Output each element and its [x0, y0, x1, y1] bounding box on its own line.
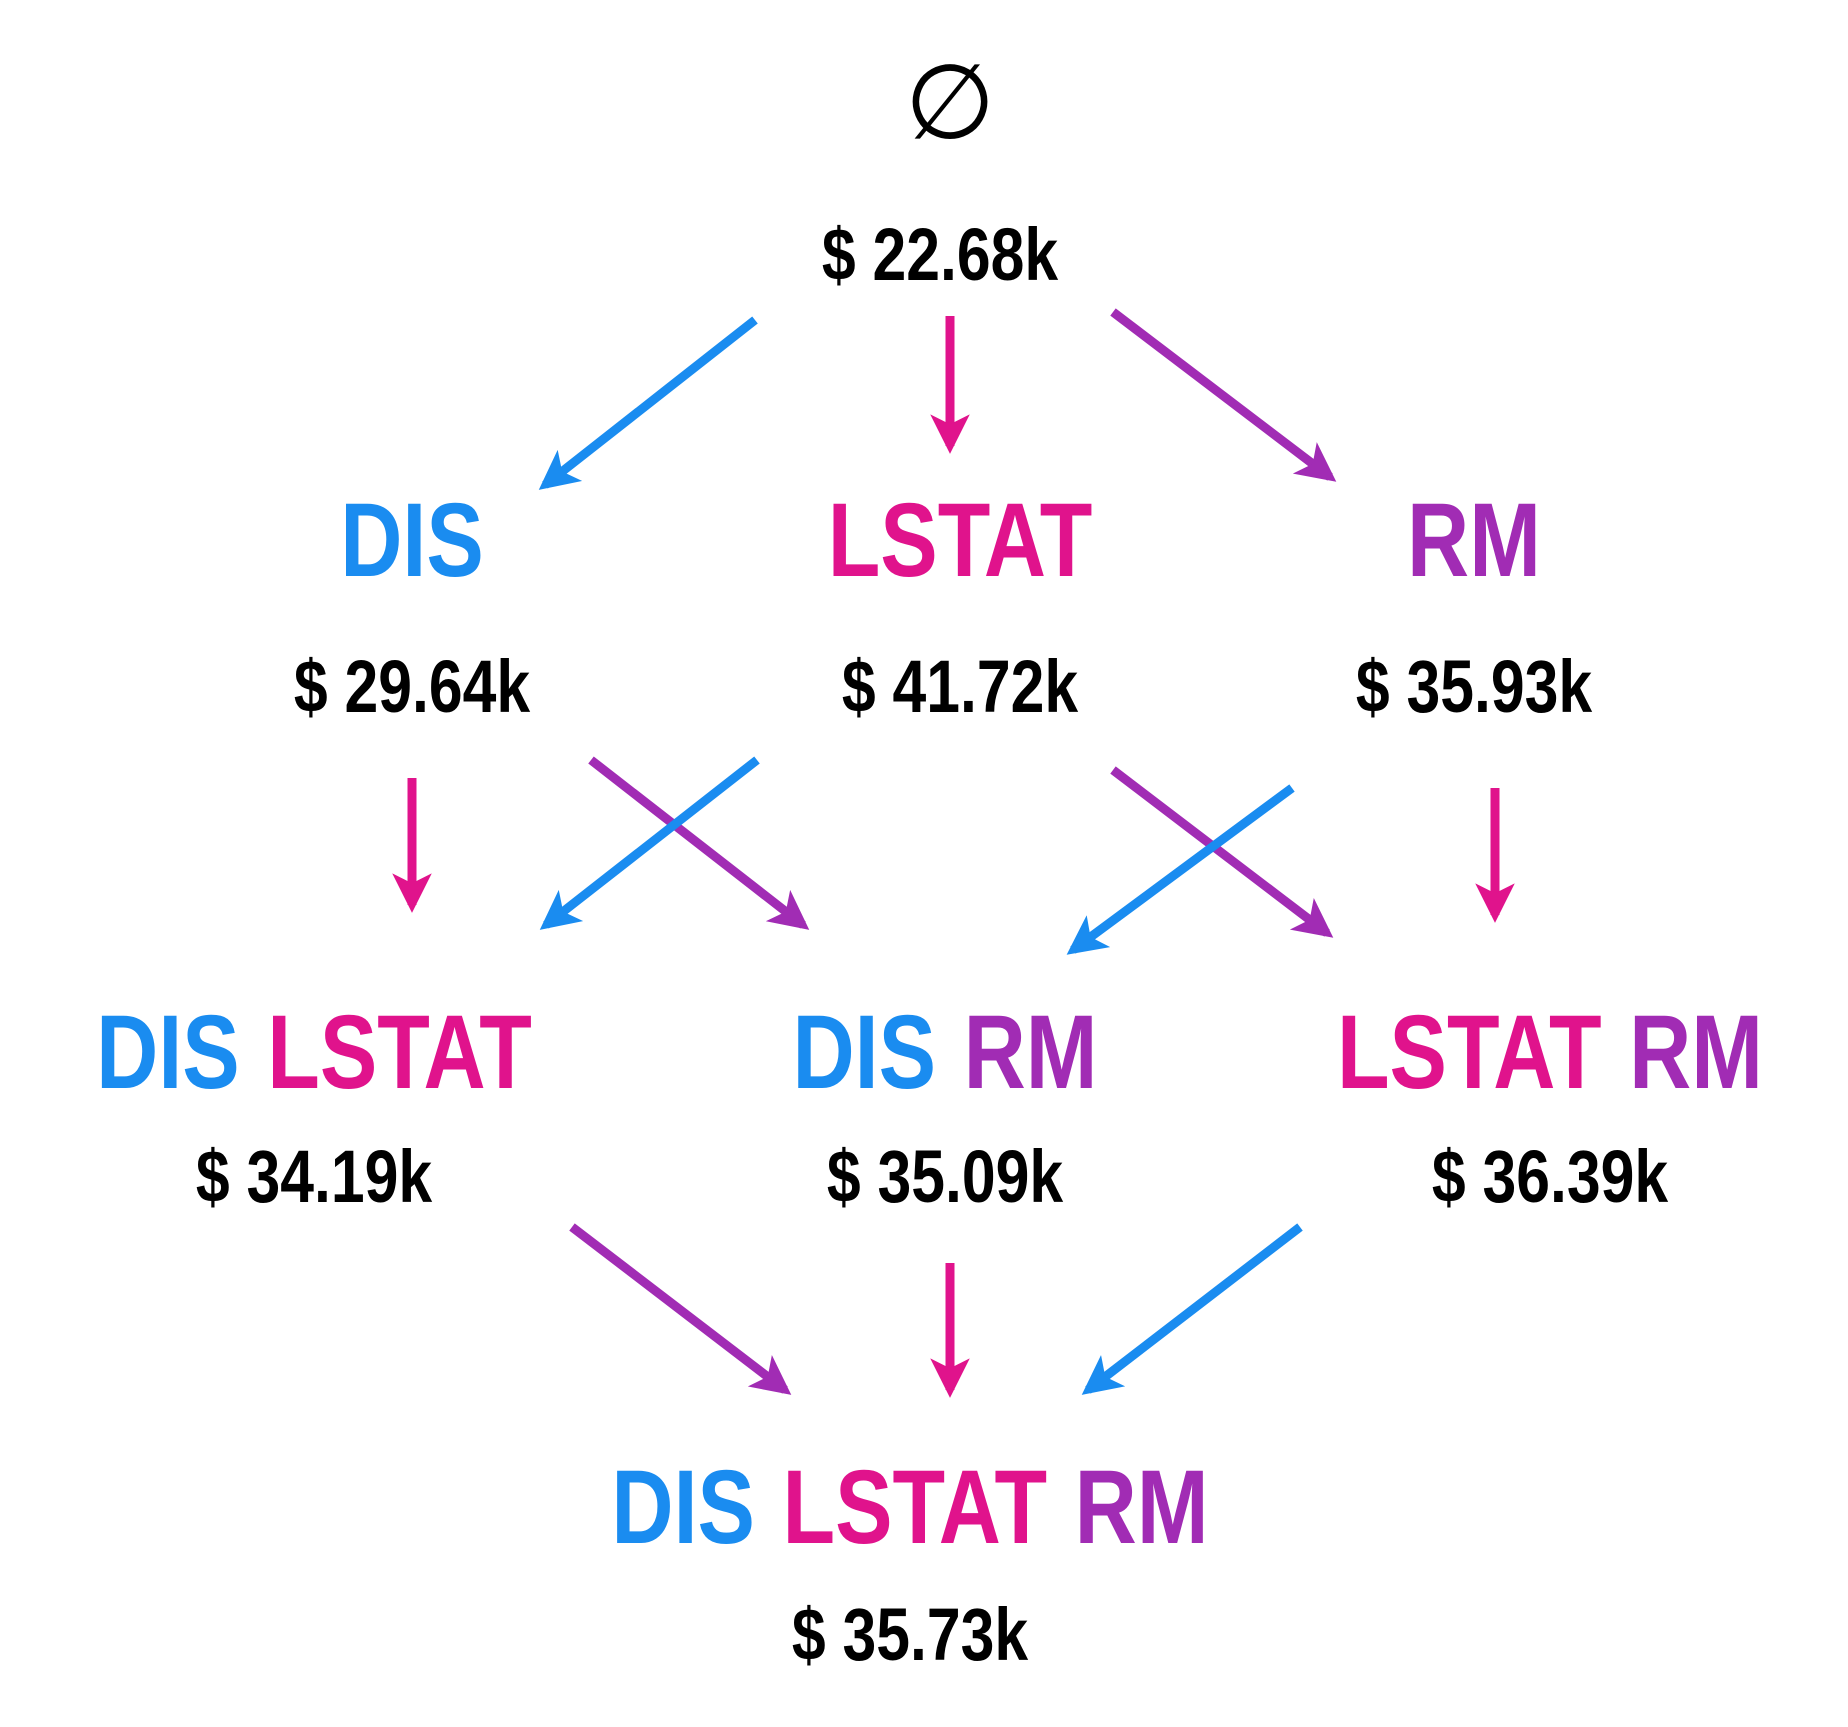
node-lstat-value: $ 41.72k [841, 645, 1079, 728]
variable-dis: DIS [792, 994, 937, 1111]
variable-lstat: LSTAT [782, 1449, 1048, 1566]
arrow-root-to-rm [1110, 308, 1337, 482]
node-lstat-rm-value: $ 36.39k [1431, 1135, 1669, 1218]
node-rm-vars: RM [1407, 488, 1541, 593]
variable-rm: RM [1407, 482, 1541, 599]
variable-dis: DIS [611, 1449, 755, 1566]
arrow-dis_lstat-to-all [569, 1223, 792, 1395]
root-value: $ 22.68k [821, 213, 1059, 296]
node-rm-value: $ 35.93k [1355, 645, 1593, 728]
arrow-root-to-dis [538, 316, 758, 490]
variable-lstat: LSTAT [827, 482, 1093, 599]
node-dis-rm-value: $ 35.09k [826, 1135, 1064, 1218]
variable-rm: RM [1074, 1449, 1209, 1566]
variable-rm: RM [963, 994, 1098, 1111]
node-dis-value: $ 29.64k [293, 645, 531, 728]
arrow-lstat_rm-to-all [1081, 1223, 1303, 1395]
arrow-lstat-to-lstat_rm [1110, 766, 1334, 938]
node-lstat-vars: LSTAT [828, 488, 1093, 593]
arrow-rm-to-dis_rm [1066, 784, 1295, 955]
variable-lstat: LSTAT [1336, 994, 1602, 1111]
node-dis-vars: DIS [340, 488, 484, 593]
variable-lstat: LSTAT [267, 994, 532, 1111]
variable-dis: DIS [96, 994, 240, 1111]
variable-rm: RM [1629, 994, 1764, 1111]
node-dis-lstat-value: $ 34.19k [195, 1135, 433, 1218]
node-all-value: $ 35.73k [791, 1593, 1029, 1676]
variable-dis: DIS [340, 482, 484, 599]
empty-set-symbol: ∅ [904, 41, 996, 163]
arrow-lstat-to-dis_lstat [539, 756, 760, 930]
arrow-dis-to-dis_rm [588, 756, 810, 930]
